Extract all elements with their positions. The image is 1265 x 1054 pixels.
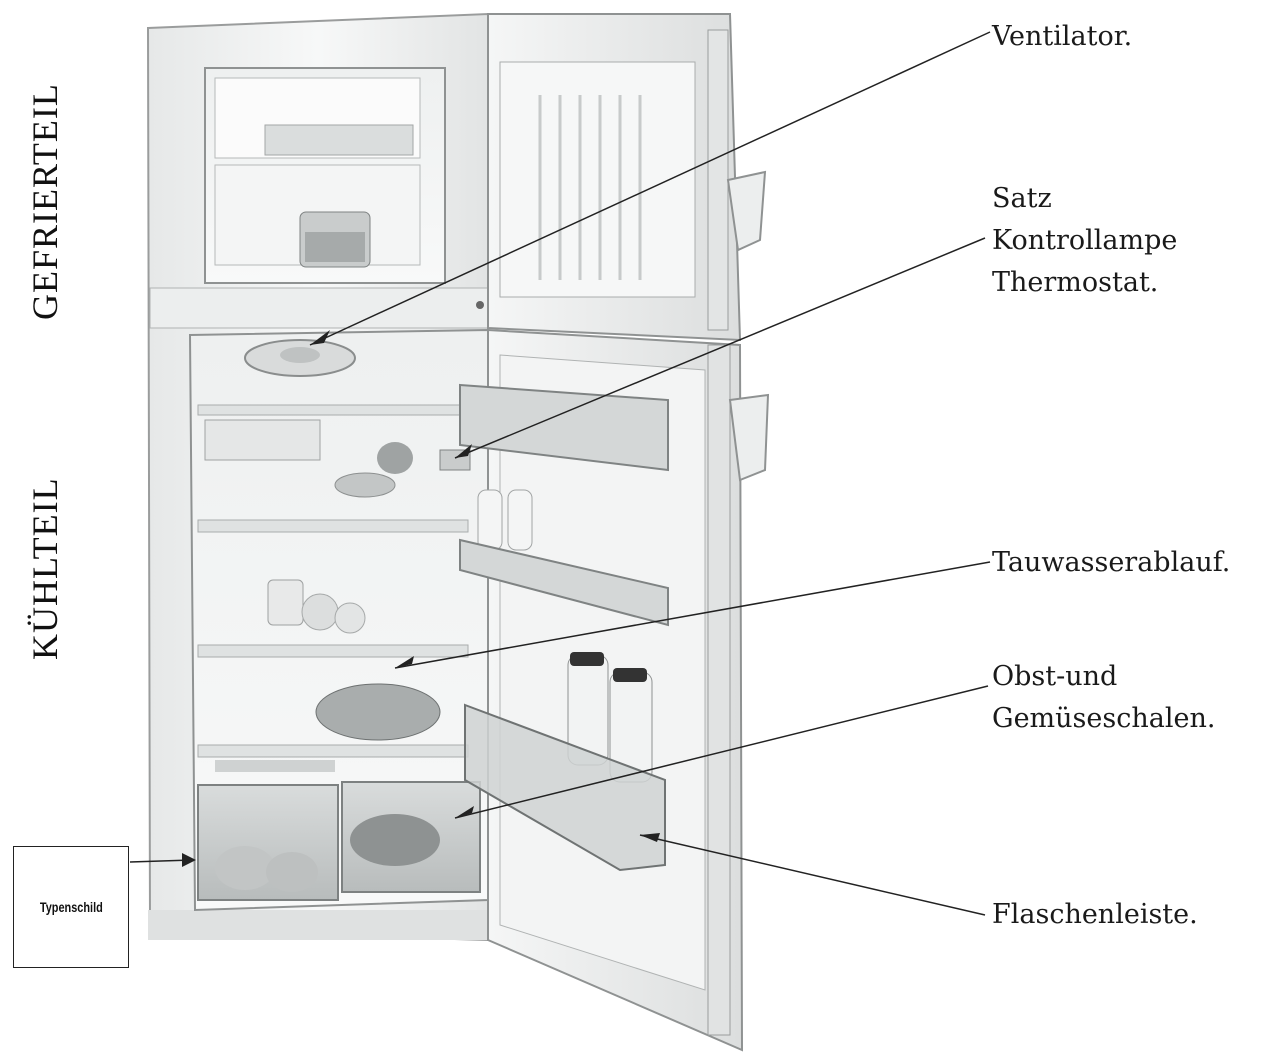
- callout-bottle-rack-text: Flaschenleiste.: [992, 899, 1198, 930]
- compartment-divider: [149, 287, 489, 329]
- fridge-compartment: [188, 328, 489, 912]
- arrowhead-bottle-rack: [640, 833, 660, 842]
- callout-thermostat-line1: Satz: [992, 183, 1052, 214]
- fridge-section-label: KÜHLTEIL: [25, 477, 65, 660]
- arrowhead-fan: [310, 330, 330, 345]
- arrowhead-crispers: [455, 806, 474, 818]
- callout-crispers: Obst-und Gemüseschalen.: [992, 656, 1215, 740]
- callout-thermostat-line3: Thermostat.: [992, 267, 1159, 298]
- crisper-left: [197, 784, 339, 901]
- rating-plate-label: Typenschild: [39, 899, 103, 915]
- fridge-door: [439, 328, 770, 1052]
- callout-fan-text: Ventilator.: [992, 21, 1133, 52]
- callout-bottle-rack: Flaschenleiste.: [992, 894, 1198, 936]
- callout-drain-text: Tauwasserablauf.: [992, 547, 1231, 578]
- arrowhead-drain: [395, 656, 414, 668]
- freezer-section-label: GEFRIERTEIL: [25, 83, 65, 320]
- callout-thermostat-line2: Kontrollampe: [992, 225, 1178, 256]
- freezer-door: [487, 13, 767, 342]
- rating-plate-box: Typenschild: [13, 846, 129, 968]
- callout-fan: Ventilator.: [992, 16, 1132, 58]
- arrowheads: [182, 330, 660, 867]
- freezer-compartment: [204, 67, 446, 284]
- arrowhead-thermostat: [455, 444, 472, 458]
- arrowhead-rating-plate: [182, 853, 196, 867]
- callout-crispers-line2: Gemüseschalen.: [992, 703, 1216, 734]
- control-knob: [476, 301, 484, 309]
- bottle-rack: [464, 703, 666, 872]
- callout-drain: Tauwasserablauf.: [992, 542, 1230, 584]
- callout-crispers-line1: Obst-und: [992, 661, 1118, 692]
- leader-lines: [129, 31, 991, 916]
- callout-thermostat: Satz Kontrollampe Thermostat.: [992, 178, 1177, 304]
